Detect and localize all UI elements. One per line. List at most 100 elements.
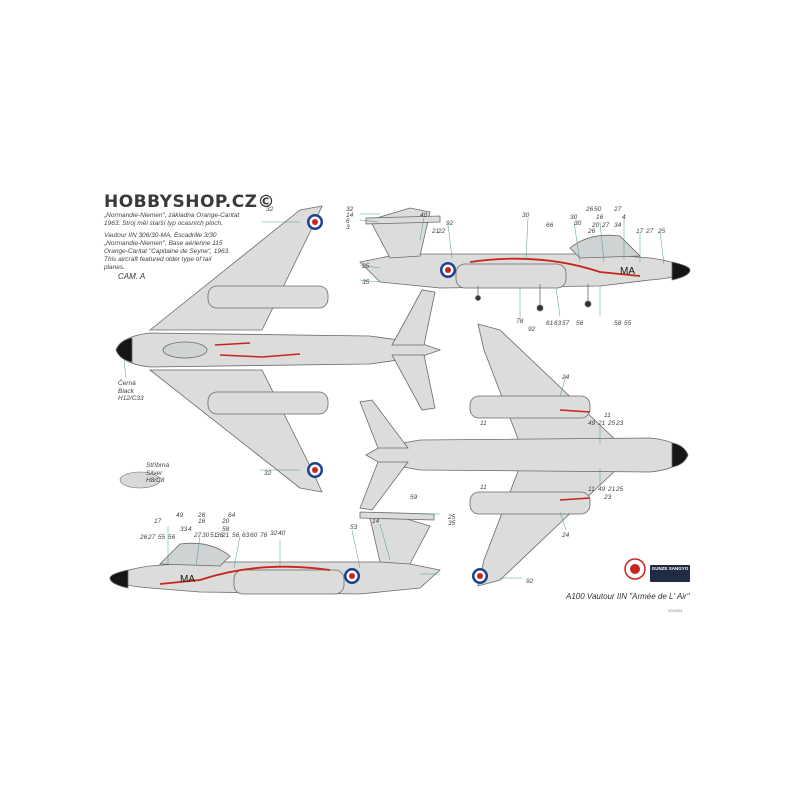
callout-number: 27	[614, 206, 622, 213]
callout-number: 26	[586, 206, 594, 213]
callout-number: 23	[616, 420, 624, 427]
legend-line: H8/C8	[146, 477, 165, 484]
callout-number: 27	[148, 534, 156, 541]
callout-number: 55	[624, 320, 632, 327]
callout-number: 64	[228, 512, 236, 519]
callout-number: 4	[622, 214, 626, 221]
callout-number: 11	[588, 486, 595, 493]
callout-number: 11	[480, 420, 487, 427]
callout-number: 16	[198, 518, 206, 525]
callout-number: 92	[446, 220, 454, 227]
description-cz: „Normandie-Niemen", základna Orange-Cari…	[104, 212, 264, 228]
aircraft-top-view	[115, 205, 442, 493]
note-line: „Normandie-Niemen", Base aérienne 115	[104, 240, 223, 247]
callout-number: 3	[346, 224, 350, 231]
callout-number: 26	[140, 534, 148, 541]
callout-number: 24	[562, 532, 570, 539]
callout-number: 23	[604, 494, 612, 501]
callout-number: 11	[604, 412, 611, 419]
color-legend-silver: Stříbrná Silver H8/C8	[146, 462, 169, 485]
callout-number: 30	[522, 212, 530, 219]
roundel-icon	[344, 568, 360, 584]
legend-line: Stříbrná	[146, 462, 170, 469]
callout-number: 58	[614, 320, 622, 327]
aircraft-side-view-bottom	[109, 511, 441, 595]
roundel-icon	[307, 462, 323, 478]
callout-number: 92	[526, 578, 534, 585]
callout-number: 21	[222, 532, 230, 539]
callout-number: 30	[202, 532, 210, 539]
callout-number: 14	[346, 212, 354, 219]
callout-number: 25	[616, 486, 624, 493]
camo-label: CAM. A	[118, 272, 146, 281]
callout-number: 49	[176, 512, 184, 519]
legend-line: H12/C33	[118, 395, 144, 402]
description-en: Vautour IIN 306/30-MA, Escadrille 3/30 „…	[104, 232, 264, 272]
roundel-icon	[307, 214, 323, 230]
callout-number: 55	[158, 534, 166, 541]
callout-number: 33	[180, 526, 188, 533]
callout-number: 32	[270, 530, 278, 537]
code-marking: MA	[620, 266, 635, 277]
code-marking: MA	[180, 574, 195, 585]
callout-number: 24	[562, 374, 570, 381]
aircraft-side-view-top	[359, 207, 691, 312]
red-stripe-side-view	[159, 565, 331, 585]
callout-number: 78	[260, 532, 268, 539]
callout-number: 6	[346, 218, 350, 225]
callout-number: 14	[372, 518, 380, 525]
callout-number: 40	[278, 530, 286, 537]
color-legend-black: Černá Black H12/C33	[118, 380, 144, 403]
callout-number: 61	[546, 320, 554, 327]
callout-number: 34	[614, 222, 622, 229]
callout-number: 63	[242, 532, 250, 539]
callout-number: 56	[168, 534, 176, 541]
callout-number: 59	[410, 494, 418, 501]
callout-number: 49	[588, 420, 596, 427]
callout-number: 17	[636, 228, 644, 235]
callout-number: 25	[448, 514, 456, 521]
callout-number: 49	[598, 486, 606, 493]
callout-number: 57	[562, 320, 570, 327]
callout-number: 32	[346, 206, 354, 213]
callout-number: 58	[222, 526, 230, 533]
callout-number: 60	[250, 532, 258, 539]
callout-number: 20	[222, 518, 230, 525]
callout-number: 63	[554, 320, 562, 327]
gunze-logo: GUNZE SANGYO	[650, 565, 690, 582]
note-line: This aircraft featured older type of tai…	[104, 256, 212, 263]
silver-swatch	[119, 471, 161, 489]
callout-number: 11	[480, 484, 487, 491]
legend-line: Black	[118, 387, 134, 395]
note-line: „Normandie-Niemen", základna Orange-Cari…	[104, 212, 240, 219]
callout-number: 32	[264, 470, 272, 477]
callout-number: 26	[198, 512, 206, 519]
watermark: HOBBYSHOP.CZ©	[104, 192, 275, 212]
note-line: Vautour IIN 306/30-MA, Escadrille 3/30	[104, 232, 217, 239]
callout-number: 92	[528, 326, 536, 333]
callout-number: 30	[570, 214, 578, 221]
callout-number: 21	[432, 228, 440, 235]
callout-number: 35	[448, 520, 456, 527]
leader-line	[123, 359, 127, 379]
callout-number: 16	[596, 214, 604, 221]
callout-number: 25	[362, 263, 370, 270]
print-code: 2010/04	[668, 608, 683, 613]
callout-number: 25	[608, 420, 616, 427]
callout-number: 30	[574, 220, 582, 227]
red-stripe-under-view	[559, 409, 591, 501]
legend-line: Silver	[146, 469, 163, 477]
callout-number: 66	[546, 222, 554, 229]
roundel-icon	[440, 262, 456, 278]
callout-number: 27	[194, 532, 202, 539]
legend-line: Černá	[118, 380, 136, 387]
callout-number: 20	[592, 222, 600, 229]
red-stripe-side-view	[469, 257, 641, 277]
callout-number: 35	[362, 279, 370, 286]
aircraft-under-view	[359, 323, 689, 587]
roundel-icon	[472, 568, 488, 584]
note-line: Orange-Caritat "Capitaine de Seyne", 196…	[104, 248, 231, 255]
callout-number: 4	[188, 526, 192, 533]
callout-number: 26	[588, 228, 596, 235]
